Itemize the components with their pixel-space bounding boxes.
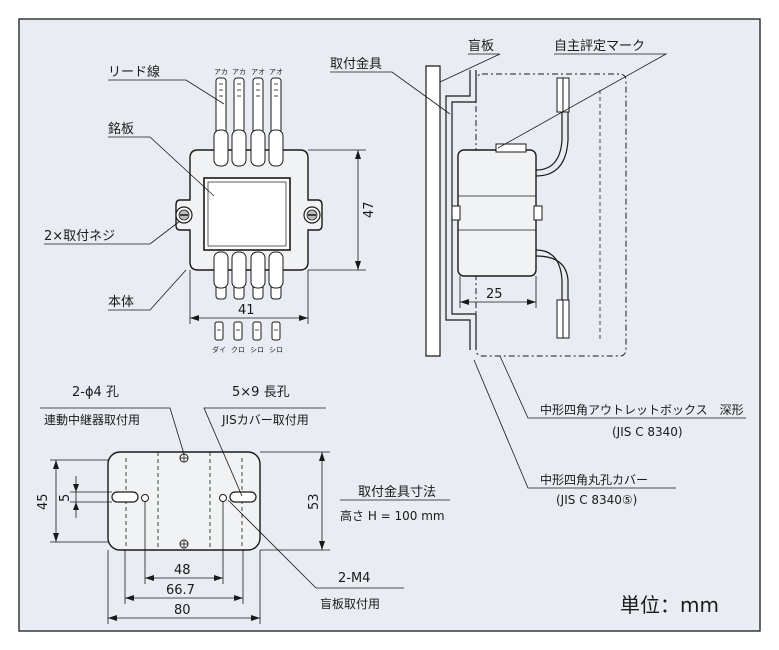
wire-color-top-2: アカ bbox=[232, 68, 246, 76]
m4-use-label: 盲板取付用 bbox=[320, 596, 380, 611]
bracket-plate bbox=[107, 451, 261, 551]
slot-5x9-label: 5×9 長孔 bbox=[232, 385, 290, 400]
bracket-height-label: 高さ H = 100 mm bbox=[340, 508, 445, 523]
bracket-view: 2-ϕ4 孔 連動中継器取付用 5×9 長孔 JISカバー取付用 取付金具寸法 … bbox=[36, 385, 450, 624]
dim-bracket-48: 48 bbox=[174, 563, 191, 578]
terminal-blocks bbox=[213, 129, 284, 289]
slot-5x9-use-label: JISカバー取付用 bbox=[221, 413, 309, 427]
m4-label: 2-M4 bbox=[338, 571, 370, 586]
outlet-box-outline bbox=[475, 73, 627, 357]
mount-screw-right-icon bbox=[303, 206, 321, 224]
mount-screw-left-icon bbox=[175, 206, 193, 224]
hole-2phi4-use-label: 連動中継器取付用 bbox=[44, 412, 140, 427]
mount-screw-label: 2×取付ネジ bbox=[44, 229, 115, 244]
dim-body-width: 41 bbox=[238, 303, 255, 318]
device-side-body bbox=[457, 149, 537, 277]
hole-2phi4-label: 2-ϕ4 孔 bbox=[72, 385, 119, 400]
dim-bracket-667: 66.7 bbox=[166, 583, 195, 598]
dim-bracket-45: 45 bbox=[36, 493, 51, 510]
self-cert-mark-label: 自主評定マーク bbox=[554, 39, 645, 54]
nameplate-label: 銘板 bbox=[108, 122, 134, 137]
side-view: 25 盲板 取付金具 自主評定マーク 中形四角アウトレットボックス 深形 (JI… bbox=[330, 38, 746, 507]
outlet-box-std-label: (JIS C 8340) bbox=[612, 425, 683, 439]
wire-color-bottom-1: ダイ bbox=[212, 345, 226, 354]
lead-wire-label: リード線 bbox=[108, 64, 160, 80]
wire-color-bottom-4: シロ bbox=[269, 346, 283, 354]
round-cover-label: 中形四角丸孔カバー bbox=[540, 472, 648, 487]
bracket-dims-title: 取付金具寸法 bbox=[358, 484, 436, 500]
mount-bracket bbox=[445, 70, 471, 350]
wire-color-top-3: アオ bbox=[251, 68, 265, 76]
dim-side-depth: 25 bbox=[486, 287, 503, 302]
dim-bracket-53: 53 bbox=[307, 493, 322, 510]
dim-bracket-80: 80 bbox=[174, 603, 191, 618]
outlet-box-label: 中形四角アウトレットボックス 深形 bbox=[540, 402, 744, 417]
wire-color-top-4: アオ bbox=[269, 68, 283, 76]
round-cover-std-label: (JIS C 8340⑤) bbox=[556, 493, 637, 507]
wire-color-bottom-2: クロ bbox=[231, 346, 245, 354]
wire-color-top-1: アカ bbox=[214, 68, 228, 76]
wire-color-bottom-3: シロ bbox=[250, 346, 264, 354]
blank-plate-label: 盲板 bbox=[468, 38, 494, 54]
dim-bracket-5: 5 bbox=[58, 494, 73, 502]
main-body-label: 本体 bbox=[108, 295, 134, 310]
front-view: アカ アカ アオ アオ ダイ クロ シロ シロ リード線 銘板 2×取付ネジ 本… bbox=[44, 64, 377, 354]
dim-body-height: 47 bbox=[362, 201, 377, 218]
mount-bracket-label: 取付金具 bbox=[330, 56, 382, 72]
nameplate bbox=[203, 177, 291, 251]
unit-label: 単位：mm bbox=[620, 593, 719, 617]
blank-plate bbox=[425, 65, 441, 357]
